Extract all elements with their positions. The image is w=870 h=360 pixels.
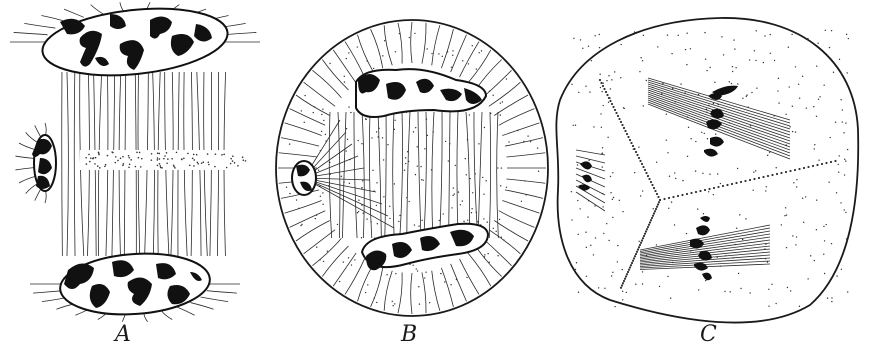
panel-c-cytoplasm-granules — [570, 30, 849, 308]
panel-a-upper-nucleus — [39, 0, 231, 83]
panel-c-drawing — [556, 18, 858, 323]
panel-b-spindle — [304, 112, 498, 238]
panel-a-drawing — [10, 0, 260, 321]
panel-b-drawing — [276, 20, 548, 316]
panel-b-label: B — [401, 322, 417, 347]
panel-c-spindles — [576, 78, 790, 270]
panel-a-label: A — [115, 322, 131, 347]
panel-b-side-nucleus — [292, 161, 316, 195]
panel-a-lower-nucleus — [58, 249, 212, 319]
panel-a-equatorial-plate — [80, 150, 250, 170]
panel-b-upper-nucleus — [356, 69, 486, 117]
panel-a-side-nucleus — [32, 135, 56, 191]
panel-c-label: C — [700, 322, 717, 347]
